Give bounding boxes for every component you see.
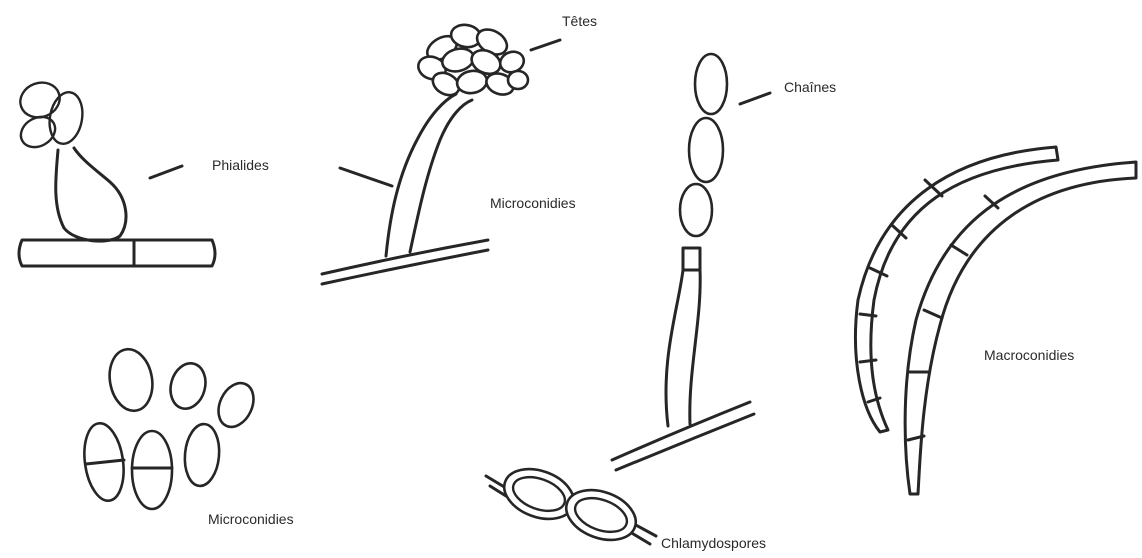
microconidia-cluster (80, 346, 260, 509)
chain-conidium-3 (680, 184, 712, 236)
chlamy-hypha-right-2 (630, 532, 650, 544)
phialide-left (15, 77, 215, 266)
conidium-head-3 (15, 111, 60, 153)
chain-hypha-bottom (616, 414, 754, 470)
macroconidium-2 (905, 162, 1136, 494)
chlamydospores (486, 460, 656, 549)
chain-stem-right (690, 270, 700, 424)
label-chlamydospores: Chlamydospores (661, 535, 766, 551)
hypha-segment (19, 240, 215, 266)
chlamy-hypha-right-1 (634, 524, 656, 536)
hypha-line-top (322, 240, 488, 274)
chain-conidium-2 (689, 118, 723, 182)
leader-tetes (531, 40, 560, 50)
phialide-stem-right (410, 100, 472, 252)
phialide-tetes (322, 23, 528, 284)
label-microconidies-top: Microconidies (490, 195, 576, 211)
label-microconidies-bottom: Microconidies (208, 511, 294, 527)
macroconidium-2-septa (908, 196, 998, 440)
label-tetes: Têtes (562, 13, 597, 29)
label-chaines: Chaînes (784, 79, 836, 95)
leader-phialides-left (150, 166, 182, 178)
phialide-body (56, 148, 126, 241)
phialide-chaines (612, 54, 754, 470)
chain-conidium-1 (695, 54, 727, 114)
label-phialides: Phialides (212, 157, 269, 173)
conidial-head-cluster (415, 23, 528, 100)
macroconidium-1 (855, 147, 1058, 432)
leader-phialides-right (340, 168, 392, 186)
label-macroconidies: Macroconidies (984, 347, 1074, 363)
chain-phialide-tip (683, 248, 700, 270)
phialide-stem-left (386, 94, 456, 256)
macroconidia (855, 147, 1136, 494)
chain-stem-left (666, 270, 683, 426)
chain-hypha-top (612, 402, 750, 460)
leader-chaines (740, 93, 770, 104)
